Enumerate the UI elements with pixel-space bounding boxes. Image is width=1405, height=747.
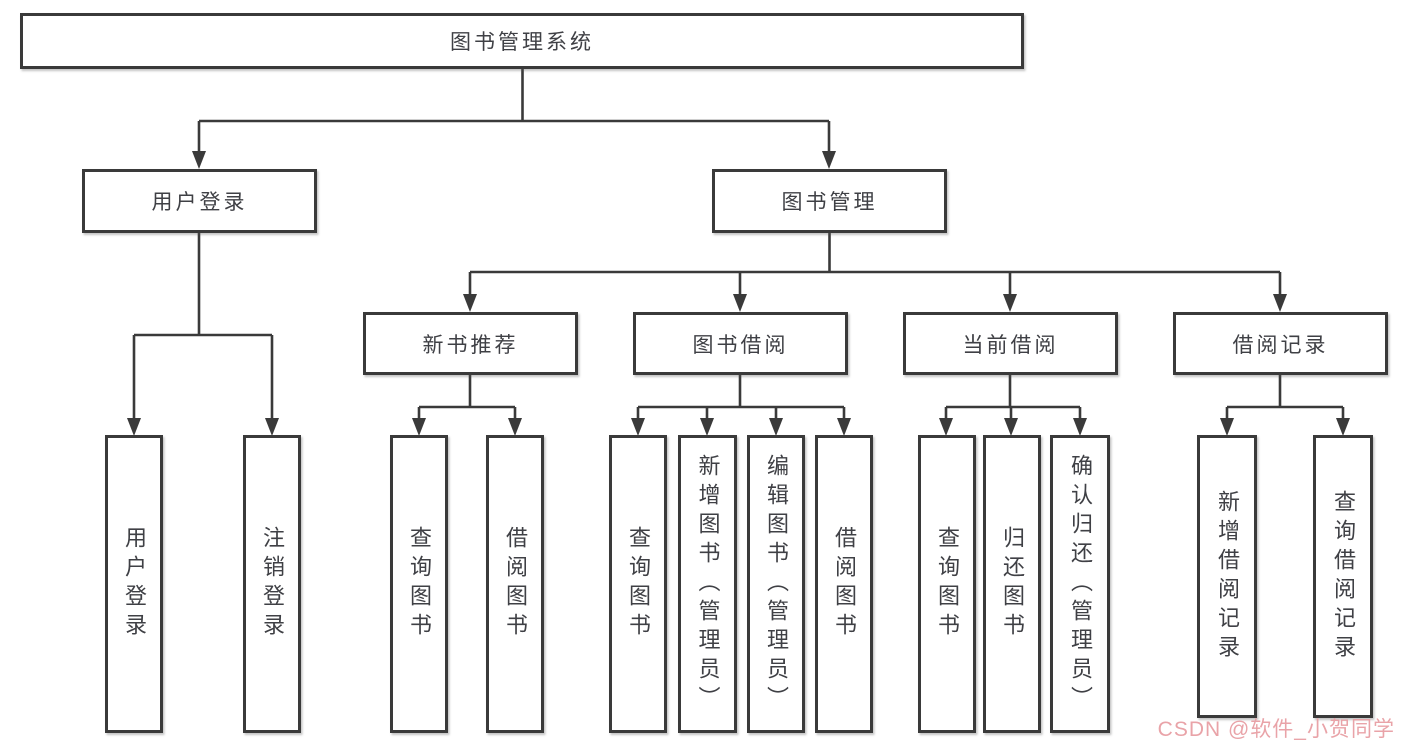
node-label: 借阅记录	[1232, 333, 1329, 357]
node-label: 当前借阅	[962, 333, 1059, 357]
leaf-query-books-current: 查询图书	[918, 435, 976, 733]
leaf-borrow-books: 借阅图书	[815, 435, 873, 733]
leaf-add-borrow-record: 新增借阅记录	[1197, 435, 1257, 718]
node-label: 借阅图书	[503, 526, 528, 642]
node-label: 归还图书	[1000, 526, 1025, 642]
node-book-borrowing: 图书借阅	[633, 312, 848, 375]
node-label: 借阅图书	[832, 526, 857, 642]
csdn-watermark: CSDN @软件_小贺同学	[1157, 718, 1395, 741]
arrowhead	[127, 418, 141, 436]
connector-book-management-to-level3	[463, 233, 1287, 312]
arrowhead	[265, 418, 279, 436]
arrowhead	[700, 418, 714, 436]
arrowhead	[939, 418, 953, 436]
arrowhead	[1073, 418, 1087, 436]
connector-new-book-recommendation-to-leaves	[412, 375, 522, 436]
leaf-return-books: 归还图书	[983, 435, 1041, 733]
connector-book-borrowing-to-leaves	[631, 375, 851, 436]
node-label: 图书借阅	[692, 333, 789, 357]
arrowhead	[508, 418, 522, 436]
node-label: 查询图书	[935, 526, 960, 642]
node-user-login: 用户登录	[82, 169, 317, 233]
arrowhead	[837, 418, 851, 436]
arrowhead	[192, 151, 206, 169]
arrowhead	[463, 294, 477, 312]
node-current-borrowing: 当前借阅	[903, 312, 1118, 375]
node-label: 查询图书	[407, 526, 432, 642]
arrowhead	[733, 294, 747, 312]
leaf-add-book-admin: 新增图书（管理员）	[678, 435, 737, 733]
arrowhead	[1220, 418, 1234, 436]
node-borrowing-records: 借阅记录	[1173, 312, 1388, 375]
arrowhead	[1273, 294, 1287, 312]
connector-root-to-level2	[192, 67, 836, 169]
node-library-management-system: 图书管理系统	[20, 13, 1024, 69]
node-label: 新增借阅记录	[1215, 489, 1240, 664]
leaf-confirm-return-admin: 确认归还（管理员）	[1050, 435, 1110, 733]
node-label: 编辑图书（管理员）	[764, 453, 789, 715]
node-label: 注销登录	[260, 526, 285, 642]
arrowhead	[1004, 418, 1018, 436]
leaf-query-books-borrowing: 查询图书	[609, 435, 667, 733]
arrowhead	[1003, 294, 1017, 312]
connector-current-borrowing-to-leaves	[939, 375, 1087, 436]
node-label: 新书推荐	[422, 333, 519, 357]
node-label: 图书管理系统	[450, 31, 594, 54]
leaf-edit-book-admin: 编辑图书（管理员）	[747, 435, 805, 733]
node-new-book-recommendation: 新书推荐	[363, 312, 578, 375]
node-label: 图书管理	[781, 191, 878, 214]
leaf-borrow-books-recommend: 借阅图书	[486, 435, 544, 733]
leaf-query-books-recommend: 查询图书	[390, 435, 448, 733]
node-label: 用户登录	[151, 191, 248, 214]
node-label: 查询借阅记录	[1331, 489, 1356, 664]
arrowhead	[822, 151, 836, 169]
node-label: 用户登录	[122, 526, 147, 642]
leaf-logout: 注销登录	[243, 435, 301, 733]
leaf-query-borrow-record: 查询借阅记录	[1313, 435, 1373, 718]
node-label: 查询图书	[626, 526, 651, 642]
leaf-user-login: 用户登录	[105, 435, 163, 733]
node-label: 确认归还（管理员）	[1068, 453, 1093, 715]
node-book-management: 图书管理	[712, 169, 947, 233]
arrowhead	[412, 418, 426, 436]
arrowhead	[631, 418, 645, 436]
arrowhead	[769, 418, 783, 436]
node-label: 新增图书（管理员）	[695, 453, 721, 715]
connector-borrowing-records-to-leaves	[1220, 375, 1350, 436]
arrowhead	[1336, 418, 1350, 436]
connector-user-login-to-leaves	[127, 233, 279, 436]
